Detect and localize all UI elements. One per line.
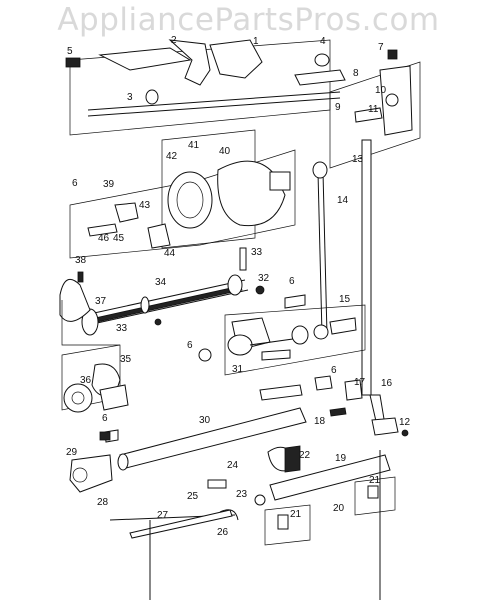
callout-19: 19 (335, 453, 347, 464)
callout-38: 38 (75, 255, 87, 266)
bottom-linkage (69, 431, 396, 600)
callout-39: 39 (103, 179, 115, 190)
callout-6a: 6 (72, 178, 78, 189)
lower-shaft (104, 375, 333, 471)
callout-43: 43 (139, 200, 151, 211)
callout-7: 7 (378, 42, 384, 53)
callout-46: 46 (98, 233, 110, 244)
callout-6d: 6 (331, 365, 337, 376)
callout-40: 40 (219, 146, 231, 157)
callout-9: 9 (335, 102, 341, 113)
callout-21a: 21 (290, 509, 302, 520)
callout-26: 26 (217, 527, 229, 538)
callout-32: 32 (258, 273, 270, 284)
callout-5: 5 (67, 46, 73, 57)
callout-6e: 6 (102, 413, 108, 424)
callout-8: 8 (353, 68, 359, 79)
callout-14: 14 (337, 195, 349, 206)
link-arm (329, 379, 409, 437)
callout-27: 27 (157, 510, 169, 521)
callout-45: 45 (113, 233, 125, 244)
vertical-rods (312, 139, 372, 396)
callout-31: 31 (232, 364, 244, 375)
callout-labels: 1 2 3 4 5 6 6 6 6 6 7 8 9 10 11 12 13 14… (66, 35, 411, 538)
callout-3: 3 (127, 92, 133, 103)
callout-17: 17 (354, 377, 366, 388)
callout-29: 29 (66, 447, 78, 458)
callout-20: 20 (333, 503, 345, 514)
callout-21b: 21 (369, 475, 381, 486)
callout-2: 2 (171, 35, 177, 46)
callout-44: 44 (164, 248, 176, 259)
callout-37: 37 (95, 296, 107, 307)
callout-41: 41 (188, 140, 200, 151)
looper-parts (61, 271, 129, 413)
callout-4: 4 (320, 36, 326, 47)
callout-13: 13 (352, 154, 364, 165)
callout-10: 10 (375, 85, 387, 96)
callout-11: 11 (368, 104, 379, 115)
hook-assembly-box (69, 129, 296, 259)
callout-42: 42 (166, 151, 178, 162)
callout-28: 28 (97, 497, 109, 508)
watermark-text: AppliancePartsPros.com (57, 2, 440, 38)
callout-23: 23 (236, 489, 248, 500)
callout-6b: 6 (289, 276, 295, 287)
callout-16: 16 (381, 378, 393, 389)
main-shaft (59, 247, 306, 346)
callout-36: 36 (80, 375, 92, 386)
callout-35: 35 (120, 354, 132, 365)
bracket-assembly (198, 304, 366, 376)
callout-33b: 33 (116, 323, 128, 334)
callout-30: 30 (199, 415, 211, 426)
callout-33a: 33 (251, 247, 263, 258)
callout-24: 24 (227, 460, 239, 471)
callout-18: 18 (314, 416, 326, 427)
callout-34: 34 (155, 277, 167, 288)
callout-1: 1 (253, 36, 259, 47)
top-shaft-assembly (65, 39, 421, 169)
callout-6c: 6 (187, 340, 193, 351)
callout-25: 25 (187, 491, 199, 502)
callout-12: 12 (399, 417, 411, 428)
callout-22: 22 (299, 450, 311, 461)
callout-15: 15 (339, 294, 351, 305)
